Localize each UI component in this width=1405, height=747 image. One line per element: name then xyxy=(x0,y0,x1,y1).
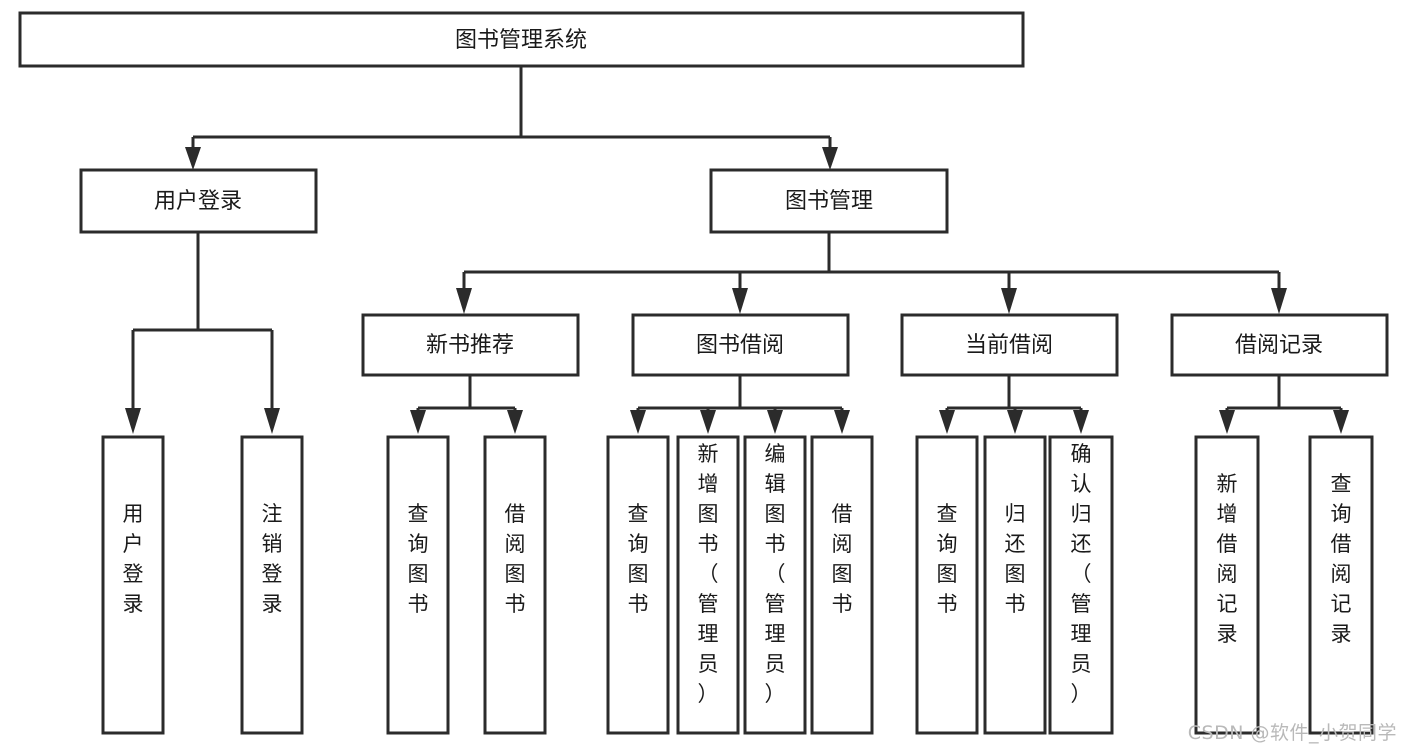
leaf-cb-return-book-box[interactable] xyxy=(983,435,1047,735)
node-borrow-record-box[interactable] xyxy=(1170,313,1389,377)
leaf-cb-return-book-label: 归还图书 xyxy=(1005,502,1026,616)
edge-user-login-split xyxy=(131,232,274,412)
leaf-node[interactable]: 新增图书（管理员） xyxy=(676,435,740,735)
arrow-to-borrow-record xyxy=(1271,288,1287,314)
arrow-to-leaf-logout xyxy=(264,408,280,434)
node-user-login-label: 用户登录 xyxy=(154,189,242,214)
leaf-nb-borrow-book-label: 借阅图书 xyxy=(505,502,526,616)
node-book-management-label: 图书管理 xyxy=(785,189,873,214)
arrow-cb-leaf-2 xyxy=(1007,410,1023,434)
node-new-book-recommend[interactable]: 新书推荐 xyxy=(361,313,580,377)
leaf-node[interactable]: 用户登录 xyxy=(101,435,165,735)
leaf-bb-query-book-box[interactable] xyxy=(606,435,670,735)
edge-book-borrow-split xyxy=(636,375,844,416)
leaf-nb-borrow-book-box[interactable] xyxy=(483,435,547,735)
arrow-br-leaf-2 xyxy=(1333,410,1349,434)
leaf-br-query-record-label: 查询借阅记录 xyxy=(1331,472,1352,646)
leaf-bb-edit-book-label: 编辑图书（管理员） xyxy=(765,442,786,706)
node-book-borrow-label: 图书借阅 xyxy=(696,333,784,358)
leaf-user-login-box[interactable] xyxy=(101,435,165,735)
leaf-bb-borrow-book-label: 借阅图书 xyxy=(832,502,853,616)
arrow-to-book-manage xyxy=(822,147,838,170)
leaf-logout-label: 注销登录 xyxy=(262,502,283,616)
leaf-cb-query-book-box[interactable] xyxy=(915,435,979,735)
arrow-to-leaf-user-login xyxy=(125,408,141,434)
leaf-bb-add-book-label: 新增图书（管理员） xyxy=(698,442,719,706)
node-current-borrow[interactable]: 当前借阅 xyxy=(900,313,1119,377)
arrow-nb-leaf-2 xyxy=(507,410,523,434)
node-root-system-box[interactable] xyxy=(18,11,1025,68)
arrow-bb-leaf-1 xyxy=(630,410,646,434)
edge-new-book-rec-split xyxy=(416,375,517,416)
edge-group-bookmanage-to-level3 xyxy=(456,232,1287,314)
leaf-bb-query-book-label: 查询图书 xyxy=(628,502,649,616)
node-book-management[interactable]: 图书管理 xyxy=(709,168,949,234)
leaf-node[interactable]: 借阅图书 xyxy=(810,435,874,735)
leaf-user-login-label: 用户登录 xyxy=(123,502,144,616)
leaf-node[interactable]: 查询图书 xyxy=(606,435,670,735)
leaf-br-add-record-label: 新增借阅记录 xyxy=(1217,472,1238,646)
node-book-borrow[interactable]: 图书借阅 xyxy=(631,313,850,377)
leaf-node[interactable]: 注销登录 xyxy=(240,435,304,735)
leaf-node[interactable]: 归还图书 xyxy=(983,435,1047,735)
arrow-to-current-borrow xyxy=(1001,288,1017,314)
edge-group-borrowrecord-to-leaves xyxy=(1219,375,1349,434)
leaf-node[interactable]: 编辑图书（管理员） xyxy=(743,435,807,735)
leaf-node[interactable]: 查询借阅记录 xyxy=(1308,435,1374,735)
arrow-bb-leaf-4 xyxy=(834,410,850,434)
edge-root-split xyxy=(191,66,832,158)
leaf-bb-borrow-book-box[interactable] xyxy=(810,435,874,735)
node-user-login[interactable]: 用户登录 xyxy=(79,168,318,234)
arrow-to-new-book-rec xyxy=(456,288,472,314)
leaf-node[interactable]: 查询图书 xyxy=(915,435,979,735)
arrow-cb-leaf-1 xyxy=(939,410,955,434)
leaf-br-add-record-box[interactable] xyxy=(1194,435,1260,735)
leaf-bb-edit-book-box[interactable] xyxy=(743,435,807,735)
arrow-br-leaf-1 xyxy=(1219,410,1235,434)
leaf-logout-box[interactable] xyxy=(240,435,304,735)
node-book-borrow-box[interactable] xyxy=(631,313,850,377)
edge-group-bookborrow-to-leaves xyxy=(630,375,850,434)
leaf-node[interactable]: 新增借阅记录 xyxy=(1194,435,1260,735)
leaf-bb-add-book-box[interactable] xyxy=(676,435,740,735)
node-user-login-box[interactable] xyxy=(79,168,318,234)
edge-group-currentborrow-to-leaves xyxy=(939,375,1089,434)
arrow-bb-leaf-2 xyxy=(700,410,716,434)
leaf-node[interactable]: 借阅图书 xyxy=(483,435,547,735)
node-current-borrow-label: 当前借阅 xyxy=(965,333,1053,358)
leaf-node[interactable]: 查询图书 xyxy=(386,435,450,735)
leaf-cb-confirm-return-label: 确认归还（管理员） xyxy=(1071,442,1092,706)
arrow-bb-leaf-3 xyxy=(767,410,783,434)
leaf-cb-confirm-return-box[interactable] xyxy=(1048,435,1114,735)
edge-group-root-to-level2 xyxy=(185,66,838,170)
leaf-nb-query-book-label: 查询图书 xyxy=(408,502,429,616)
edge-group-booklogin-to-leaves xyxy=(125,232,280,434)
leaf-br-query-record-box[interactable] xyxy=(1308,435,1374,735)
arrow-cb-leaf-3 xyxy=(1073,410,1089,434)
edge-book-manage-split xyxy=(462,232,1281,292)
arrow-to-book-borrow xyxy=(732,288,748,314)
node-borrow-record[interactable]: 借阅记录 xyxy=(1170,313,1389,377)
node-new-book-recommend-box[interactable] xyxy=(361,313,580,377)
node-borrow-record-label: 借阅记录 xyxy=(1235,333,1323,358)
edge-group-newbook-to-leaves xyxy=(410,375,523,434)
node-current-borrow-box[interactable] xyxy=(900,313,1119,377)
leaf-cb-query-book-label: 查询图书 xyxy=(937,502,958,616)
leaf-nb-query-book-box[interactable] xyxy=(386,435,450,735)
arrow-nb-leaf-1 xyxy=(410,410,426,434)
edge-current-borrow-split xyxy=(945,375,1083,416)
node-root-system-label: 图书管理系统 xyxy=(455,28,587,53)
node-book-management-box[interactable] xyxy=(709,168,949,234)
node-root-system[interactable]: 图书管理系统 xyxy=(18,11,1025,68)
arrow-to-user-login xyxy=(185,147,201,170)
node-new-book-recommend-label: 新书推荐 xyxy=(426,333,514,358)
leaf-node[interactable]: 确认归还（管理员） xyxy=(1048,435,1114,735)
edge-borrow-record-split xyxy=(1225,375,1343,416)
